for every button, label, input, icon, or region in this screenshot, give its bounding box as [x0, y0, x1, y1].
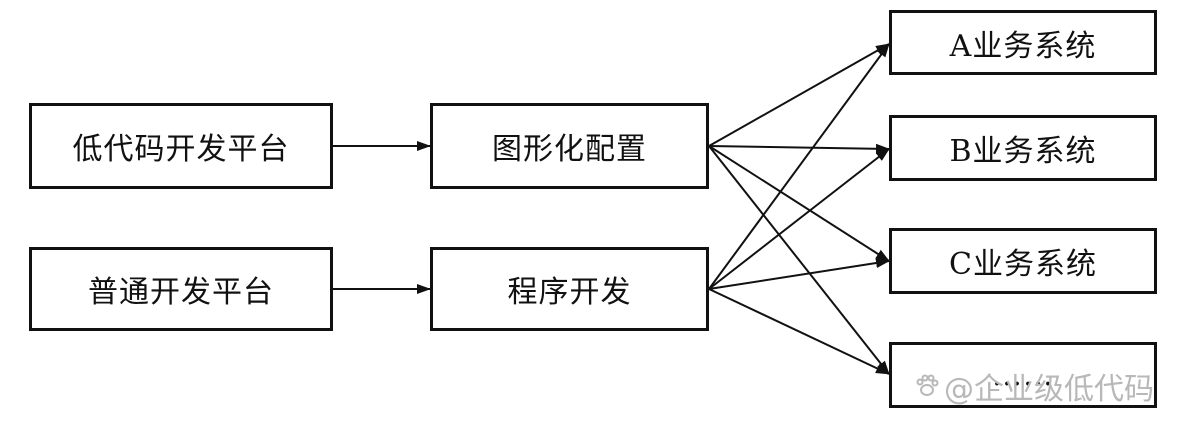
node-label: ……	[992, 357, 1054, 393]
node-normal-platform: 普通开发平台	[29, 247, 333, 331]
watermark-text: @企业级低代码	[944, 372, 1154, 407]
arrow-graphic-config-to-system-c	[708, 145, 890, 262]
node-system-c: C业务系统	[889, 228, 1157, 294]
node-label: 程序开发	[507, 275, 632, 310]
node-label: 低代码开发平台	[72, 132, 290, 167]
arrow-graphic-config-to-system-b	[708, 143, 890, 154]
node-program-dev: 程序开发	[430, 247, 709, 331]
node-system-more: ……	[889, 342, 1157, 408]
node-graphic-config: 图形化配置	[430, 103, 709, 189]
arrow-graphic-config-to-system-a	[708, 43, 890, 147]
node-label: A业务系统	[949, 28, 1097, 64]
arrow-program-dev-to-system-c	[708, 258, 890, 290]
paw-icon	[916, 374, 939, 396]
watermark: @企业级低代码	[914, 364, 1154, 408]
node-label: C业务系统	[949, 247, 1097, 282]
arrow-program-dev-to-system-b	[708, 148, 890, 290]
node-label: 图形化配置	[492, 132, 647, 167]
arrow-graphic-config-to-system-more	[708, 145, 890, 375]
node-system-a: A业务系统	[889, 10, 1157, 75]
node-lowcode-platform: 低代码开发平台	[29, 103, 333, 189]
node-label: B业务系统	[949, 134, 1097, 169]
node-label: 普通开发平台	[88, 275, 274, 310]
arrow-program-dev-to-system-more	[708, 288, 890, 375]
arrow-program-dev-to-system-a	[708, 43, 890, 290]
node-system-b: B业务系统	[889, 115, 1157, 181]
